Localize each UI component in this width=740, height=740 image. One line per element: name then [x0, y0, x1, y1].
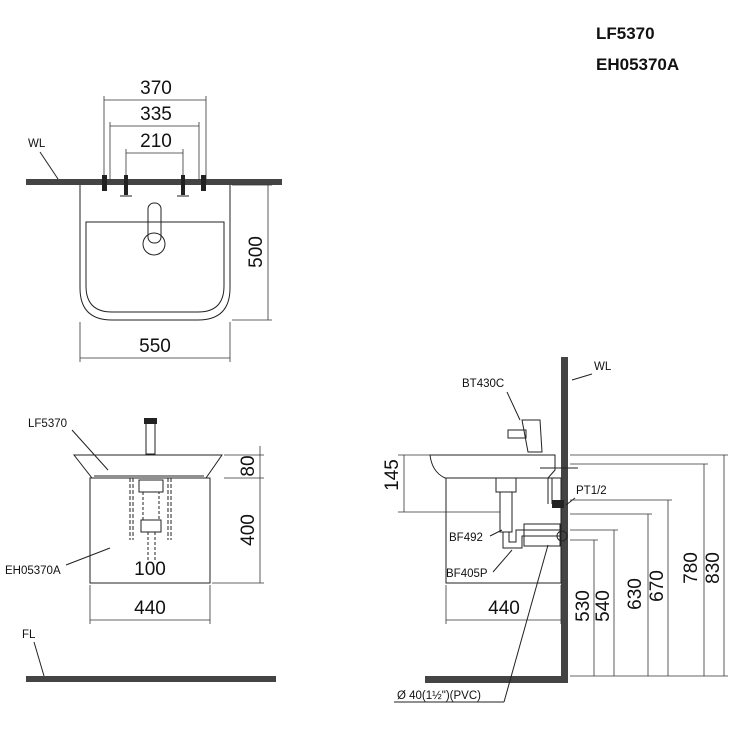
wall-leader [39, 151, 59, 180]
model-code-basin: LF5370 [596, 24, 655, 43]
dim-440-front: 440 [134, 598, 166, 619]
dim-670: 670 [647, 570, 668, 602]
side-wall-label: WL [594, 361, 612, 373]
dim-630: 630 [625, 578, 646, 610]
faucet-label: BT430C [462, 378, 504, 390]
model-code-cabinet: EH05370A [596, 55, 679, 74]
dim-80: 80 [238, 455, 259, 476]
dim-540: 540 [593, 590, 614, 622]
dim-145: 145 [382, 459, 403, 491]
basin-bowl-top [85, 221, 225, 313]
front-view: 100 LF5370 EH05370A 80 400 440 FL [5, 418, 276, 682]
floor-label: FL [22, 629, 36, 641]
trap-label: BF405P [446, 568, 488, 580]
top-view: WL 370 335 210 500 [26, 78, 282, 362]
dim-780: 780 [681, 552, 702, 584]
dim-210: 210 [140, 131, 172, 152]
faucet-top-icon [147, 202, 162, 244]
wall-label: WL [28, 138, 46, 150]
dim-100: 100 [134, 559, 166, 580]
dim-370: 370 [140, 78, 172, 99]
side-view: WL BT430C PT1/2 BF492 BF405P 145 [382, 357, 728, 703]
faucet-front-icon [145, 419, 156, 455]
pipe-label: Ø 40(1½")(PVC) [397, 690, 481, 702]
cabinet-label: EH05370A [5, 565, 61, 577]
dim-335: 335 [140, 104, 172, 125]
basin-outline-top [79, 185, 231, 321]
drain-top-icon [142, 232, 166, 256]
dim-400: 400 [238, 514, 259, 546]
side-wall [561, 357, 568, 683]
floor-line [26, 676, 276, 682]
faucet-side-icon [521, 419, 543, 453]
cabinet-front [89, 477, 211, 584]
side-floor [425, 676, 568, 683]
wall-line [26, 179, 282, 185]
dim-550: 550 [139, 336, 171, 357]
supply-label: PT1/2 [576, 485, 607, 497]
dim-530: 530 [573, 590, 594, 622]
dim-830: 830 [703, 552, 724, 584]
dim-440-side: 440 [488, 598, 520, 619]
basin-label: LF5370 [28, 418, 67, 430]
basin-front [72, 454, 223, 479]
drain-label: BF492 [449, 532, 483, 544]
dim-500: 500 [246, 236, 267, 268]
basin-side [429, 454, 556, 479]
